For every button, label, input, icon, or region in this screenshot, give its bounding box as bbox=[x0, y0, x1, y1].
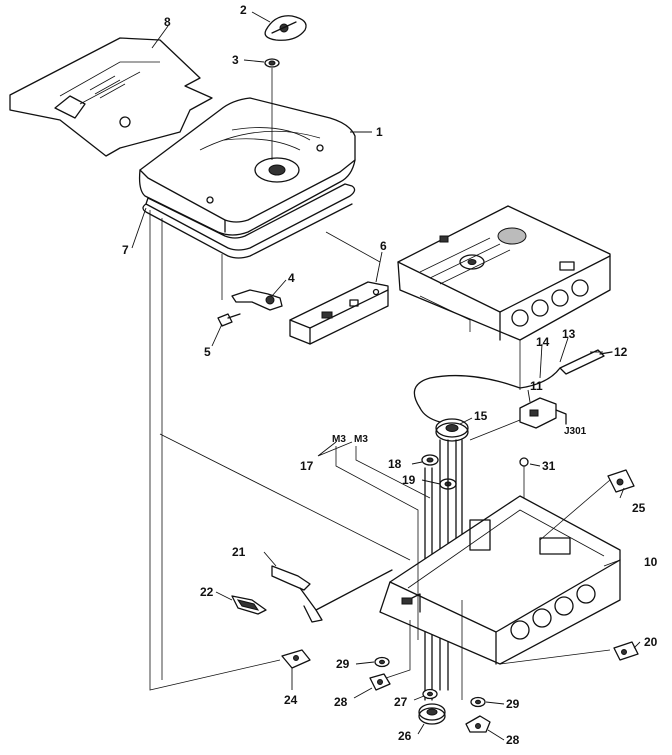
label-27: 27 bbox=[394, 695, 408, 709]
part-27-washer bbox=[422, 688, 438, 700]
label-m3-b: M3 bbox=[354, 434, 368, 445]
part-3-nut bbox=[264, 58, 280, 68]
label-3: 3 bbox=[232, 53, 239, 67]
label-j301: J301 bbox=[564, 426, 587, 437]
part-24-clip bbox=[281, 649, 311, 669]
label-29-b: 29 bbox=[506, 697, 520, 711]
part-2-knob-cap bbox=[264, 15, 307, 41]
label-5: 5 bbox=[204, 345, 211, 359]
label-7: 7 bbox=[122, 243, 129, 257]
label-12: 12 bbox=[614, 345, 628, 359]
label-17: 17 bbox=[300, 459, 314, 473]
label-19: 19 bbox=[402, 473, 416, 487]
label-10: 10 bbox=[644, 555, 658, 569]
part-21-lever bbox=[271, 565, 393, 623]
label-21: 21 bbox=[232, 545, 246, 559]
part-7-gasket bbox=[142, 183, 356, 259]
part-29-washer-b bbox=[470, 696, 486, 708]
label-15: 15 bbox=[474, 409, 488, 423]
part-15-pulley bbox=[435, 418, 469, 442]
label-m3-a: M3 bbox=[332, 434, 346, 445]
label-18: 18 bbox=[388, 457, 402, 471]
label-8: 8 bbox=[164, 15, 171, 29]
part-6-switch-bracket bbox=[289, 281, 389, 345]
part-29-washer-a bbox=[374, 656, 390, 668]
label-31: 31 bbox=[542, 459, 556, 473]
part-1-top-cabinet bbox=[138, 97, 356, 236]
guide-lines bbox=[149, 68, 611, 700]
part-20-bracket bbox=[613, 641, 639, 661]
part-4-lever-arm bbox=[231, 289, 283, 311]
label-29-a: 29 bbox=[336, 657, 350, 671]
label-25: 25 bbox=[632, 501, 646, 515]
part-26-gear bbox=[418, 703, 446, 725]
part-18-washer bbox=[421, 454, 439, 466]
part-8-cover-plate bbox=[9, 37, 213, 157]
label-26: 26 bbox=[398, 729, 412, 743]
mechanism-deck bbox=[397, 205, 611, 341]
label-4: 4 bbox=[288, 271, 295, 285]
label-22: 22 bbox=[200, 585, 214, 599]
part-28-piece-b bbox=[465, 715, 491, 733]
label-13: 13 bbox=[562, 327, 576, 341]
part-22-slide-switch bbox=[231, 595, 267, 615]
label-28-a: 28 bbox=[334, 695, 348, 709]
label-6: 6 bbox=[380, 239, 387, 253]
label-1: 1 bbox=[376, 125, 383, 139]
leader-lines bbox=[131, 11, 641, 741]
part-11-connector bbox=[519, 397, 567, 429]
label-20: 20 bbox=[644, 635, 658, 649]
cable-harness bbox=[413, 349, 613, 423]
part-25-bracket bbox=[607, 469, 635, 493]
label-14: 14 bbox=[536, 335, 550, 349]
part-labels: 8 2 3 1 7 6 4 5 12 13 14 11 J301 15 M3 M… bbox=[122, 3, 658, 747]
label-24: 24 bbox=[284, 693, 298, 707]
part-5-screw bbox=[217, 313, 241, 327]
label-28-b: 28 bbox=[506, 733, 520, 747]
label-2: 2 bbox=[240, 3, 247, 17]
part-28-piece-a bbox=[369, 673, 391, 691]
label-11: 11 bbox=[530, 379, 543, 393]
part-10-bottom-cabinet bbox=[379, 495, 621, 665]
